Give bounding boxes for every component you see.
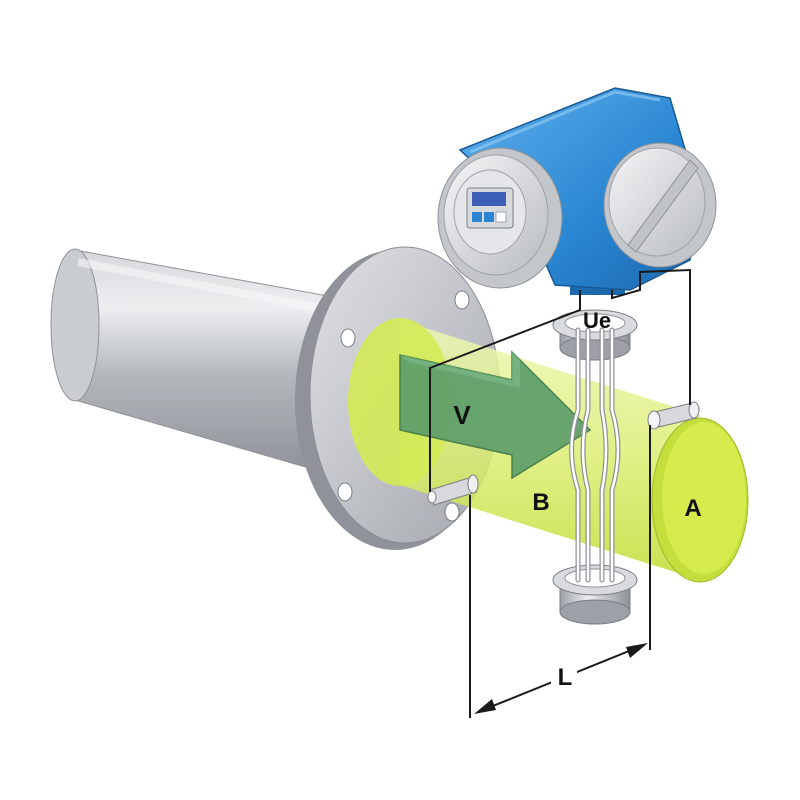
flange-bolt-hole (340, 328, 356, 348)
transmitter-housing (437, 87, 717, 295)
flange-bolt-hole (337, 482, 353, 502)
inlet-pipe (50, 248, 351, 481)
tube-end-face (651, 417, 749, 583)
electrode-front (427, 474, 479, 506)
electrode-back (647, 401, 700, 430)
magnetic-coil-bottom (552, 564, 638, 625)
area-label: A (684, 495, 701, 522)
display-screen-icon (466, 187, 514, 229)
length-label: L (558, 664, 573, 691)
length-dimension (474, 643, 648, 714)
flow-arrow-icon (399, 350, 592, 480)
velocity-label: V (453, 400, 471, 430)
flange-bolt-hole (444, 502, 460, 522)
voltage-label: Ue (583, 308, 611, 333)
magnetic-field-label: B (532, 489, 549, 516)
signal-wiring (429, 268, 691, 718)
flange-bolt-hole (454, 290, 470, 310)
magnetic-field-lines (569, 327, 621, 583)
